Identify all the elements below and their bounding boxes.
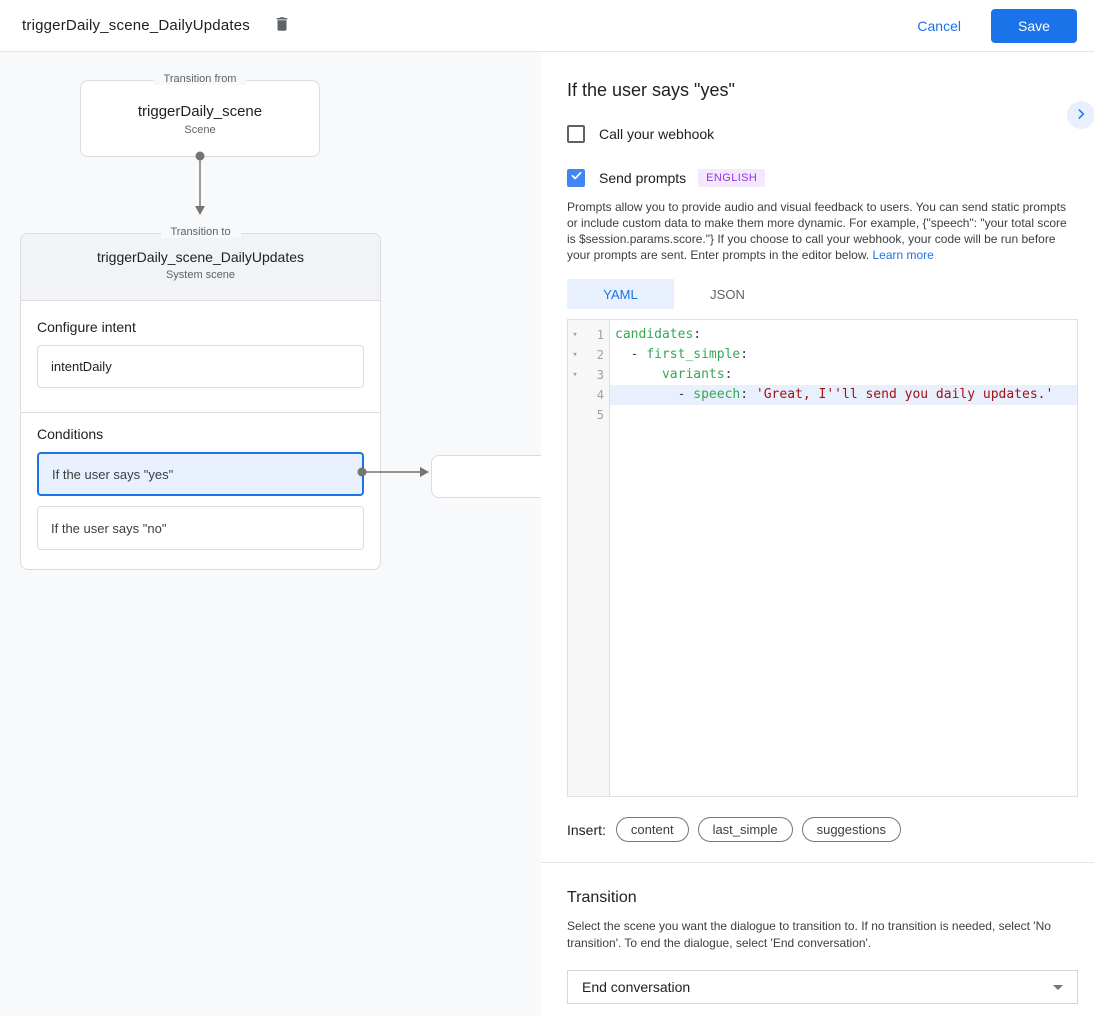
code-line[interactable]: variants: <box>610 365 1077 385</box>
configure-intent-label: Configure intent <box>37 319 136 335</box>
condition-item-yes[interactable]: If the user says "yes" <box>37 452 364 496</box>
condition-item-no[interactable]: If the user says "no" <box>37 506 364 550</box>
transition-from-node[interactable]: Transition from triggerDaily_scene Scene <box>80 73 320 157</box>
transition-target-node[interactable] <box>431 455 541 498</box>
configure-intent-section: Configure intent intentDaily <box>21 301 380 413</box>
code-segment-plain: : <box>693 327 702 342</box>
call-webhook-checkbox[interactable] <box>567 125 585 143</box>
transition-description: Select the scene you want the dialogue t… <box>567 919 1051 950</box>
scene-diagram-panel: Transition from triggerDaily_scene Scene… <box>0 52 541 1016</box>
code-line[interactable]: - speech: 'Great, I''ll send you daily u… <box>610 385 1077 405</box>
line-number: 2 <box>596 348 604 362</box>
app-header: triggerDaily_scene_DailyUpdates Cancel S… <box>0 0 1094 52</box>
editor-code[interactable]: candidates: - first_simple: variants: - … <box>610 320 1077 796</box>
trash-icon <box>273 15 291 36</box>
save-button[interactable]: Save <box>991 8 1077 43</box>
arrow-right-connector <box>357 467 429 477</box>
code-segment-key: candidates <box>615 327 694 342</box>
chevron-right-icon <box>1074 107 1088 124</box>
line-number: 1 <box>596 328 604 342</box>
prompts-description: Prompts allow you to provide audio and v… <box>567 199 1078 263</box>
tab-yaml[interactable]: YAML <box>567 279 674 309</box>
chip-last-simple[interactable]: last_simple <box>697 817 793 842</box>
transition-heading: Transition <box>567 889 637 906</box>
code-segment-key: speech <box>693 387 741 402</box>
code-segment-plain: - <box>615 387 694 402</box>
code-segment-plain <box>615 367 662 382</box>
language-badge: ENGLISH <box>698 169 766 187</box>
arrow-down-connector <box>195 151 205 215</box>
line-number: 3 <box>596 368 604 382</box>
code-line[interactable]: candidates: <box>610 325 1077 345</box>
section-divider <box>541 862 1094 863</box>
scene-node-header[interactable]: triggerDaily_scene_DailyUpdates System s… <box>21 234 380 301</box>
send-prompts-checkbox[interactable] <box>567 169 585 187</box>
cancel-button[interactable]: Cancel <box>917 17 961 34</box>
tab-json[interactable]: JSON <box>710 286 745 302</box>
code-line[interactable] <box>610 405 1077 425</box>
fold-arrow-icon[interactable]: ▾ <box>572 350 578 360</box>
transition-to-node: Transition to triggerDaily_scene_DailyUp… <box>20 226 381 570</box>
learn-more-link[interactable]: Learn more <box>872 248 934 262</box>
to-scene-name: triggerDaily_scene_DailyUpdates <box>97 249 304 265</box>
collapse-panel-button[interactable] <box>1067 101 1094 129</box>
to-scene-type: System scene <box>165 269 236 281</box>
from-scene-type: Scene <box>184 124 216 136</box>
intent-item[interactable]: intentDaily <box>37 345 364 388</box>
page-title: triggerDaily_scene_DailyUpdates <box>22 17 250 34</box>
transition-select-value: End conversation <box>582 979 691 995</box>
from-scene-name: triggerDaily_scene <box>137 103 263 120</box>
fold-arrow-icon[interactable]: ▾ <box>572 330 578 340</box>
code-segment-plain: : <box>740 347 749 362</box>
fold-arrow-icon[interactable]: ▾ <box>572 370 578 380</box>
call-webhook-label: Call your webhook <box>599 126 715 142</box>
line-number: 5 <box>596 408 604 422</box>
transition-select[interactable]: End conversation <box>567 970 1078 1004</box>
insert-row: Insert: content last_simple suggestions <box>567 817 1078 842</box>
code-segment-plain: - <box>615 347 647 362</box>
chip-content[interactable]: content <box>615 817 689 842</box>
gutter-row: 4 <box>568 385 609 405</box>
gutter-row: ▾1 <box>568 325 609 345</box>
code-segment-key: variants <box>661 367 725 382</box>
checkmark-icon <box>570 169 583 187</box>
line-number: 4 <box>596 388 604 402</box>
transition-from-legend: Transition from <box>153 73 247 85</box>
chip-suggestions[interactable]: suggestions <box>801 817 901 842</box>
code-segment-plain: : <box>740 387 756 402</box>
code-segment-string: 'Great, I''ll send you daily updates.' <box>755 387 1054 402</box>
condition-heading: If the user says "yes" <box>567 80 735 100</box>
conditions-label: Conditions <box>37 426 104 442</box>
conditions-section: Conditions If the user says "yes" If the… <box>21 413 380 563</box>
send-prompts-label: Send prompts <box>599 170 687 186</box>
insert-label: Insert: <box>567 821 606 838</box>
code-segment-plain: : <box>724 367 733 382</box>
code-line[interactable]: - first_simple: <box>610 345 1077 365</box>
prompts-description-text: Prompts allow you to provide audio and v… <box>567 200 1067 262</box>
dropdown-caret-icon <box>1053 984 1063 990</box>
condition-detail-panel: If the user says "yes" Call your webhook… <box>541 52 1094 1016</box>
transition-to-legend: Transition to <box>160 226 241 238</box>
delete-scene-button[interactable] <box>268 12 296 40</box>
gutter-row: ▾2 <box>568 345 609 365</box>
editor-format-tabs: YAML JSON <box>567 279 1078 309</box>
gutter-row: 5 <box>568 405 609 425</box>
gutter-row: ▾3 <box>568 365 609 385</box>
code-segment-key: first_simple <box>646 347 741 362</box>
